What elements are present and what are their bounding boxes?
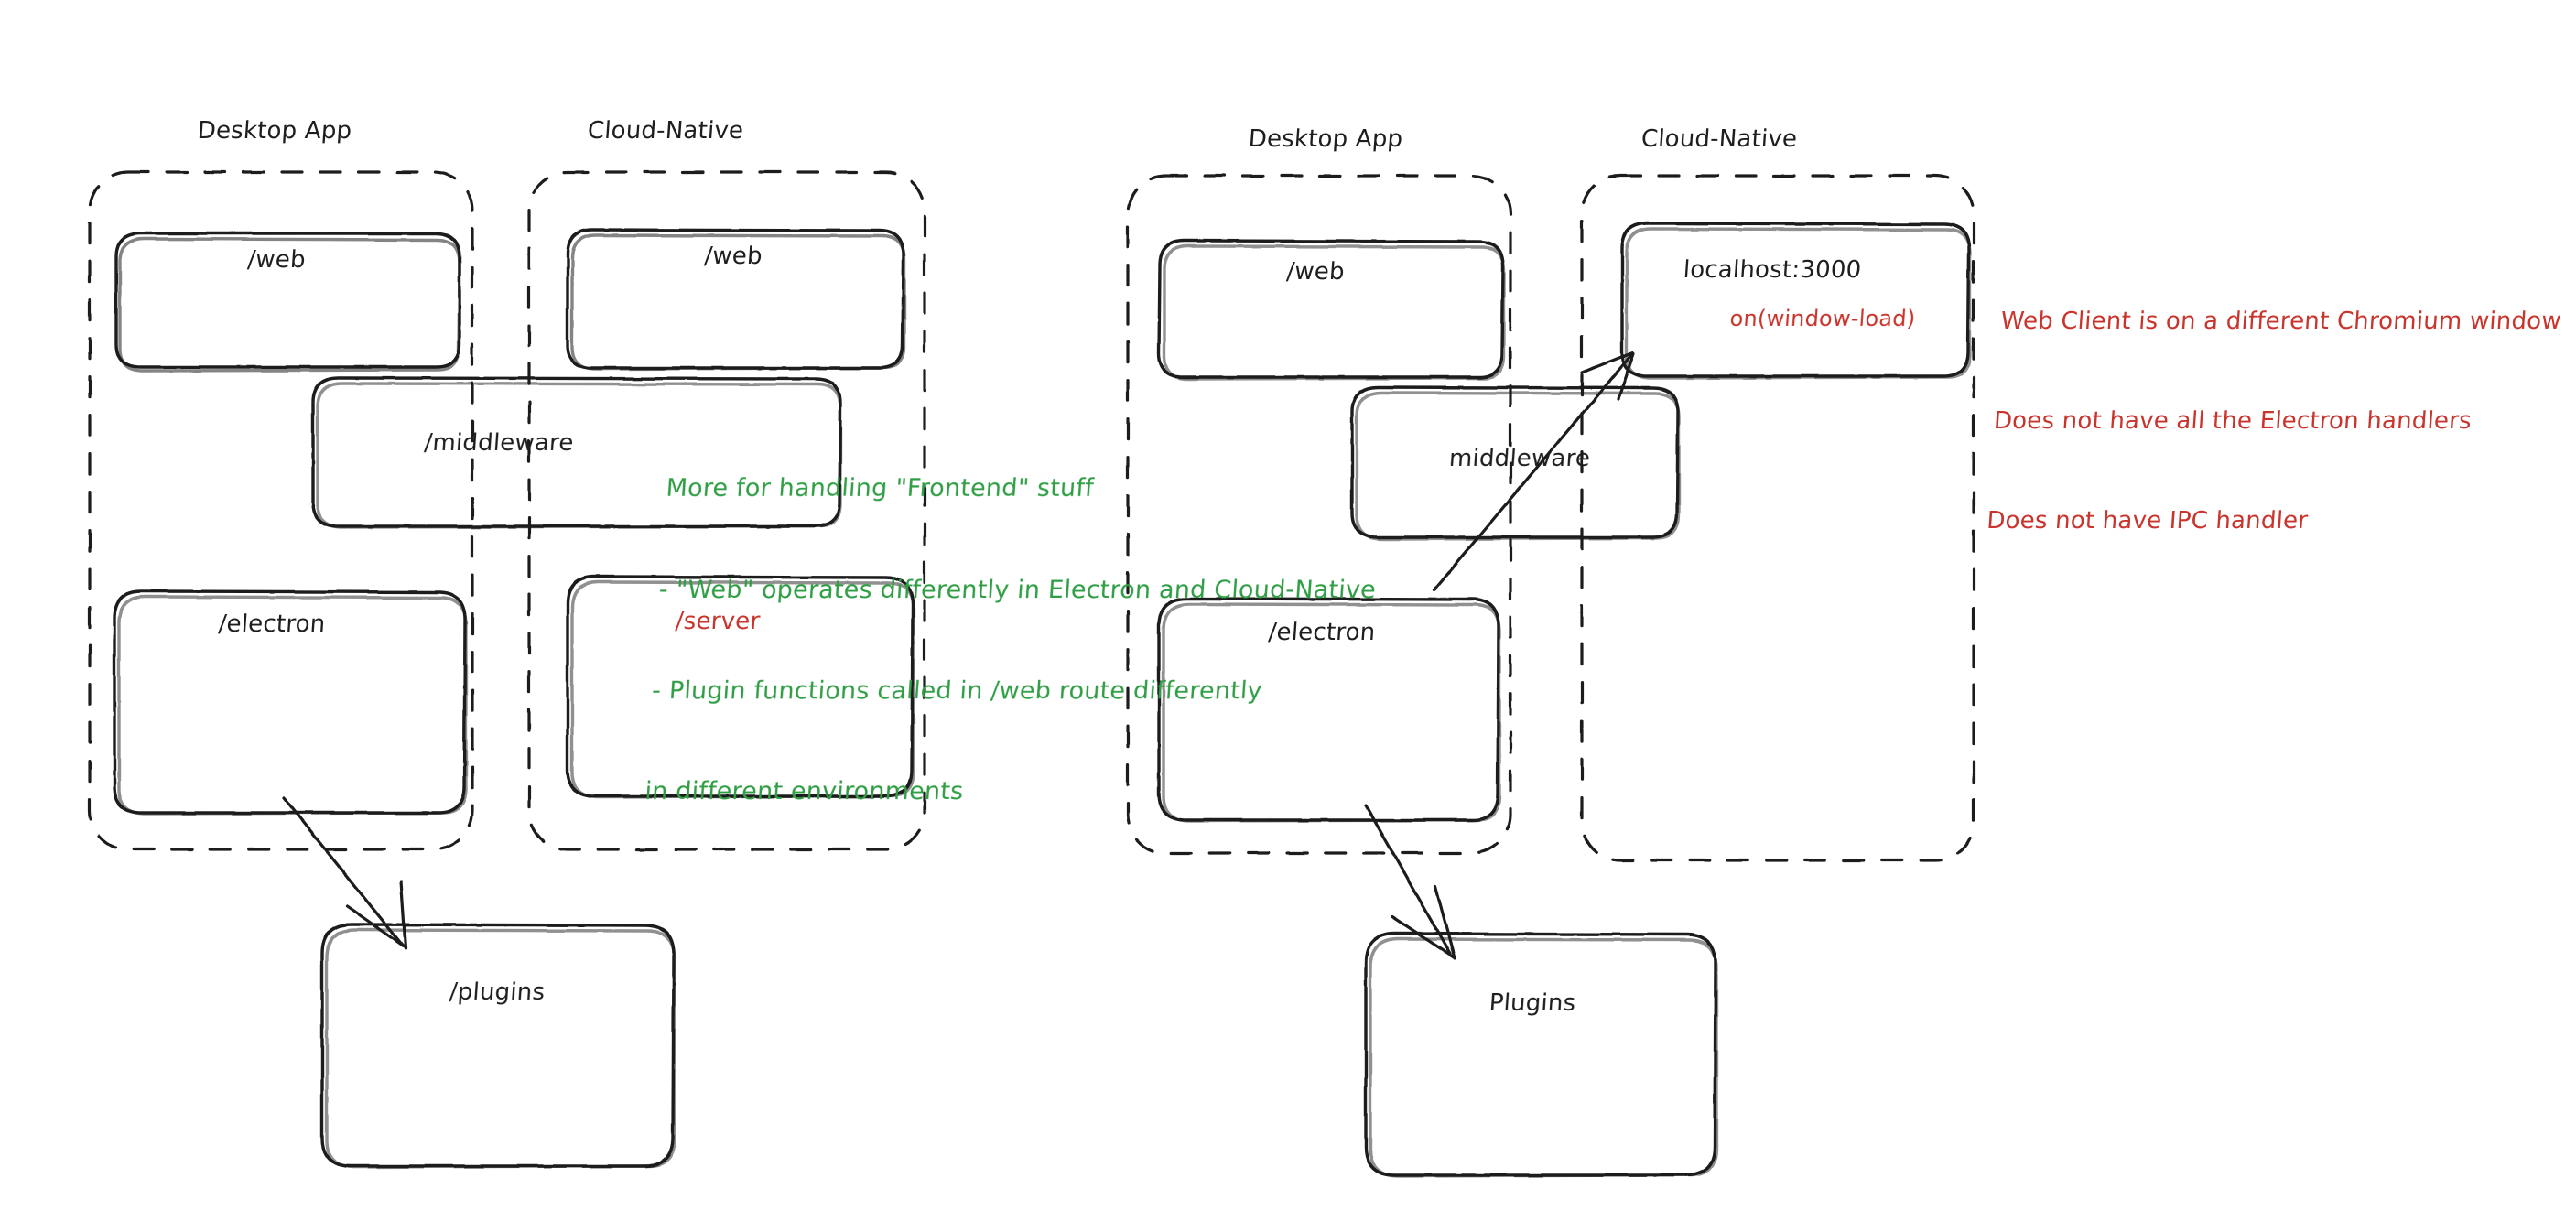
right-node-electron-shape xyxy=(1157,597,1501,823)
left-node-label-electron[interactable]: /electron xyxy=(217,611,327,638)
left-node-server-shape xyxy=(566,575,915,799)
right-node-middleware-shape xyxy=(1350,385,1681,541)
right-group-desktop-app-border xyxy=(1126,174,1512,855)
left-node-label-middleware[interactable]: /middleware xyxy=(423,429,575,457)
annotation-green-line-3: - Plugin functions called in /web route … xyxy=(651,675,1263,705)
left-node-web-desktop-shape xyxy=(114,232,461,373)
right-node-web-shape xyxy=(1157,239,1506,381)
right-node-label-localhost[interactable]: localhost:3000 xyxy=(1682,256,1863,284)
left-group-cloud-native-border xyxy=(527,170,926,851)
right-edge-electron-to-localhost xyxy=(1432,351,1636,592)
annotation-red-line-2: Does not have all the Electron handlers xyxy=(1992,406,2473,435)
annotation-red-note: Web Client is on a different Chromium wi… xyxy=(1981,238,2567,604)
right-node-label-web[interactable]: /web xyxy=(1285,258,1346,286)
annotation-green-line-4: in different environments xyxy=(644,776,965,805)
right-edge-electron-to-plugins xyxy=(1364,804,1456,960)
right-group-label-desktop-app: Desktop App xyxy=(1247,125,1404,153)
right-node-plugins-shape xyxy=(1364,932,1718,1178)
left-node-label-plugins[interactable]: /plugins xyxy=(448,978,547,1006)
left-node-plugins-shape xyxy=(320,923,676,1169)
left-node-middleware-shape xyxy=(311,376,842,529)
annotation-red-line-1: Web Client is on a different Chromium wi… xyxy=(1999,307,2562,335)
right-node-localhost-shape xyxy=(1620,222,1972,380)
right-group-label-cloud-native: Cloud-Native xyxy=(1640,125,1799,153)
right-node-label-middleware[interactable]: middleware xyxy=(1447,445,1592,472)
annotation-green-line-1: More for handling "Frontend" stuff xyxy=(665,474,1095,503)
annotation-red-line-3: Does not have IPC handler xyxy=(1986,507,2310,535)
left-node-electron-shape xyxy=(113,589,468,816)
right-node-sublabel-on-window-load: on(window-load) xyxy=(1728,306,1917,331)
left-group-label-cloud-native: Cloud-Native xyxy=(586,117,745,145)
left-node-web-cloud-shape xyxy=(566,228,906,371)
left-node-label-web-cloud[interactable]: /web xyxy=(703,243,763,270)
annotation-green-line-2: - "Web" operates differently in Electron… xyxy=(657,575,1378,604)
left-node-label-web-desktop[interactable]: /web xyxy=(246,246,307,274)
right-group-cloud-native-border xyxy=(1580,174,1975,862)
annotation-green-note: More for handling "Frontend" stuff - "We… xyxy=(639,405,1389,876)
left-group-desktop-app-border xyxy=(88,170,474,851)
left-edge-electron-to-plugins xyxy=(282,796,407,950)
left-group-label-desktop-app: Desktop App xyxy=(196,117,353,145)
right-node-label-plugins[interactable]: Plugins xyxy=(1488,989,1577,1017)
